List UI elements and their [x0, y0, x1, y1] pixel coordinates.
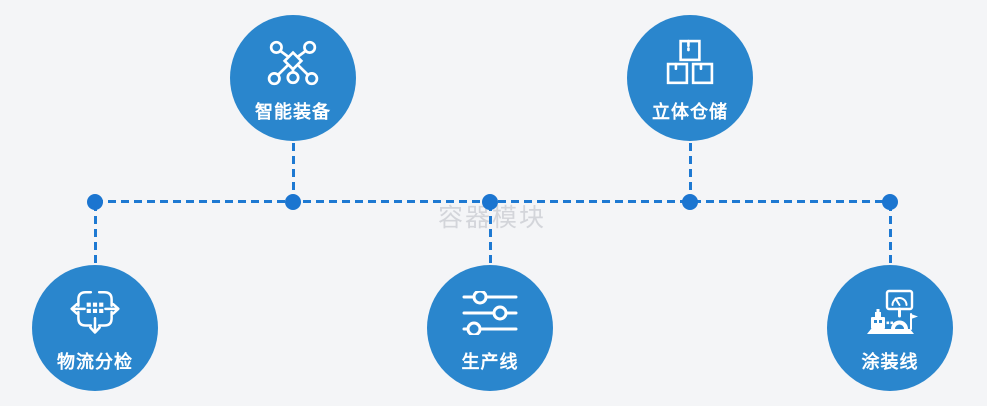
- stacked-boxes-icon: [666, 36, 714, 90]
- vertical-connector-coating: [888, 203, 892, 267]
- node-smart-equipment: 智能装备: [230, 15, 356, 141]
- junction-dot: [482, 194, 498, 210]
- vertical-connector-smart-equipment: [291, 143, 295, 201]
- node-production-line: 生产线: [427, 265, 553, 391]
- junction-dot: [682, 194, 698, 210]
- control-station-icon: [859, 286, 921, 340]
- node-label: 物流分检: [57, 352, 133, 372]
- sliders-icon: [461, 286, 519, 340]
- vertical-connector-production: [488, 203, 492, 266]
- junction-dot: [882, 194, 898, 210]
- network-nodes-icon: [267, 36, 319, 90]
- junction-dot: [87, 194, 103, 210]
- node-label: 涂装线: [861, 352, 919, 372]
- node-logistics-sorting: 物流分检: [32, 265, 158, 391]
- node-label: 生产线: [461, 352, 519, 372]
- vertical-connector-logistics: [93, 203, 97, 267]
- vertical-connector-warehouse: [688, 143, 692, 201]
- node-coating-line: 涂装线: [827, 265, 953, 391]
- sort-distribute-icon: [68, 286, 122, 340]
- node-label: 智能装备: [255, 102, 331, 122]
- node-stereo-warehouse: 立体仓储: [627, 15, 753, 141]
- junction-dot: [285, 194, 301, 210]
- node-label: 立体仓储: [652, 102, 728, 122]
